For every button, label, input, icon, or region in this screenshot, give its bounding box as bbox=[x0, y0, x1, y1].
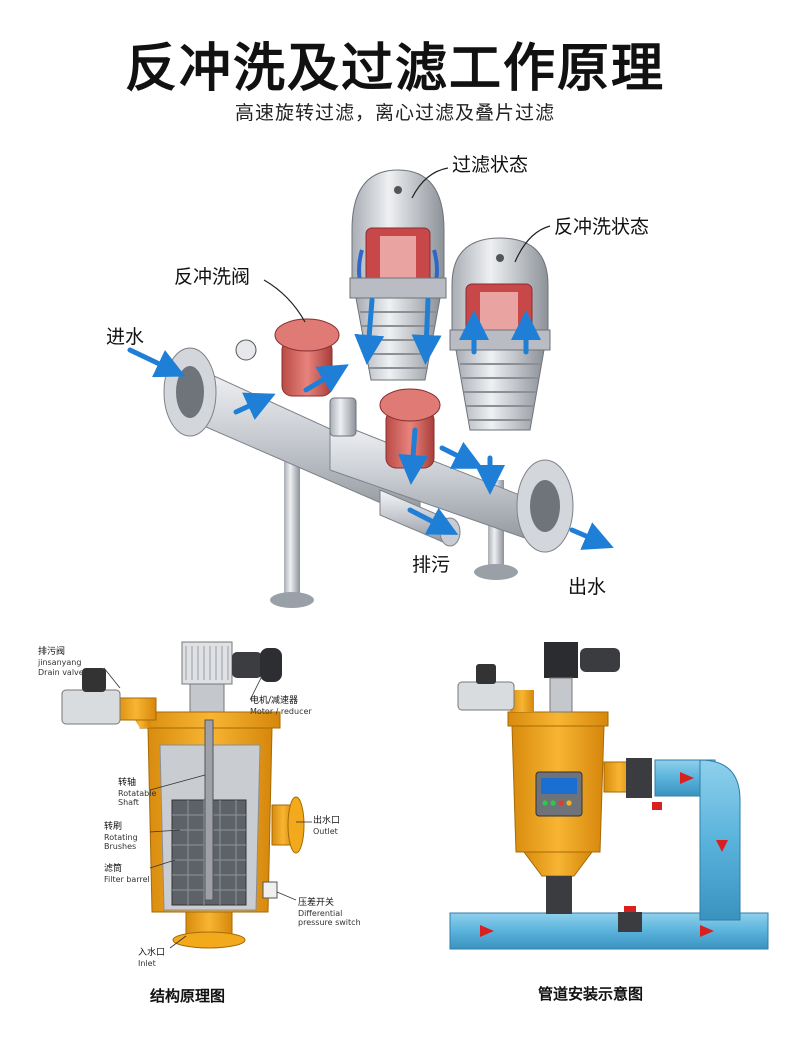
label-drain-valve-pinyin: jinsanyang bbox=[38, 658, 82, 667]
label-switch-en2: pressure switch bbox=[298, 918, 361, 927]
filter-unit-filtering bbox=[349, 169, 447, 381]
label-motor-cn: 电机/减速器 bbox=[250, 696, 299, 706]
label-inlet: 进水 bbox=[106, 326, 145, 348]
label-inlet-en: Inlet bbox=[138, 959, 156, 968]
filter-unit-backwash bbox=[449, 237, 551, 431]
leader-backwash-state bbox=[514, 225, 551, 263]
outlet-manifold bbox=[329, 419, 574, 553]
label-barrel-en: Filter barrel bbox=[104, 875, 150, 884]
page-title: 反冲洗及过滤工作原理 bbox=[124, 39, 665, 99]
label-switch-cn: 压差开关 bbox=[298, 898, 335, 908]
label-filter-state: 过滤状态 bbox=[452, 154, 529, 176]
label-barrel-cn: 滤筒 bbox=[104, 864, 123, 874]
caption-structure: 结构原理图 bbox=[150, 987, 226, 1005]
label-drain: 排污 bbox=[412, 554, 451, 576]
label-drain-valve-en: Drain valve bbox=[38, 668, 84, 677]
backwash-valve-2 bbox=[329, 388, 441, 469]
label-backwash-valve: 反冲洗阀 bbox=[174, 266, 251, 288]
caption-install: 管道安装示意图 bbox=[538, 985, 644, 1003]
label-motor-en: Motor / reducer bbox=[250, 707, 312, 716]
label-switch-en1: Differential bbox=[298, 909, 343, 918]
leader-filter-state bbox=[411, 167, 449, 199]
backwash-valve-1 bbox=[235, 318, 340, 397]
label-outlet-cn: 出水口 bbox=[313, 816, 341, 826]
label-brush-en2: Brushes bbox=[104, 842, 137, 851]
flow-arrows bbox=[127, 297, 614, 550]
label-outlet-en: Outlet bbox=[313, 827, 338, 836]
page-subtitle: 高速旋转过滤，离心过滤及叠片过滤 bbox=[234, 102, 555, 124]
label-shaft-cn: 转轴 bbox=[118, 778, 137, 788]
label-inlet-cn: 入水口 bbox=[138, 948, 166, 958]
label-drain-valve-cn: 排污阀 bbox=[38, 647, 66, 657]
install-diagram-graphic bbox=[449, 642, 769, 950]
label-brush-en1: Rotating bbox=[104, 833, 138, 842]
label-shaft-en1: Rotatable bbox=[118, 789, 157, 798]
label-backwash-state: 反冲洗状态 bbox=[554, 216, 650, 238]
leader-backwash-valve bbox=[263, 279, 306, 323]
structure-diagram-graphic bbox=[61, 641, 312, 949]
label-brush-cn: 转刷 bbox=[104, 822, 123, 832]
label-shaft-en2: Shaft bbox=[118, 798, 139, 807]
label-outlet: 出水 bbox=[568, 576, 607, 598]
